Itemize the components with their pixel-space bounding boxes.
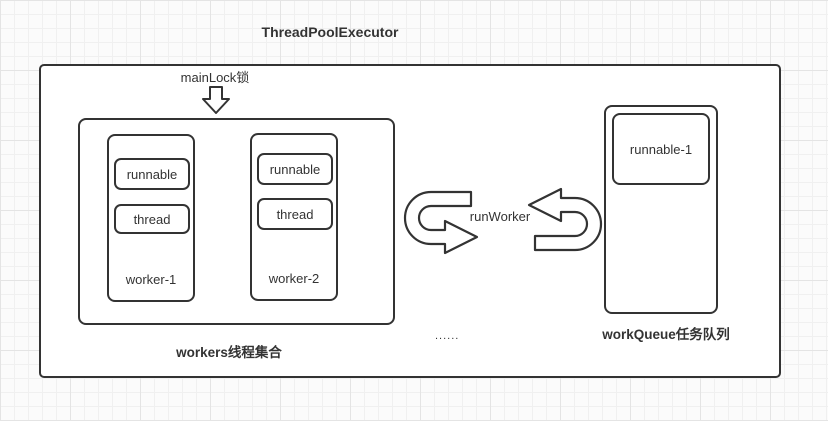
u-turn-right-arrow-icon xyxy=(399,182,483,260)
diagram-title: ThreadPoolExecutor xyxy=(261,24,399,40)
workers-caption: workers线程集合 xyxy=(176,345,282,360)
worker-2-thread-box: thread xyxy=(257,198,333,230)
down-block-arrow-icon xyxy=(200,86,232,114)
worker-1-label: worker-1 xyxy=(125,272,177,287)
workqueue-caption: workQueue任务队列 xyxy=(602,327,730,342)
worker-2-label: worker-2 xyxy=(268,271,320,286)
worker-2-box: runnable thread worker-2 xyxy=(250,133,338,301)
u-turn-left-arrow-icon xyxy=(523,180,607,258)
workqueue-box: runnable-1 xyxy=(604,105,718,314)
mainlock-label: mainLock锁 xyxy=(180,70,250,85)
worker-1-box: runnable thread worker-1 xyxy=(107,134,195,302)
more-workers-ellipsis: ...... xyxy=(435,330,460,342)
worker-2-runnable-box: runnable xyxy=(257,153,333,185)
workers-group-box: runnable thread worker-1 runnable thread… xyxy=(78,118,458,342)
runworker-label: runWorker xyxy=(469,209,531,224)
runnable-1-box: runnable-1 xyxy=(612,113,710,185)
worker-1-thread-box: thread xyxy=(114,204,190,234)
worker-1-runnable-box: runnable xyxy=(114,158,190,190)
